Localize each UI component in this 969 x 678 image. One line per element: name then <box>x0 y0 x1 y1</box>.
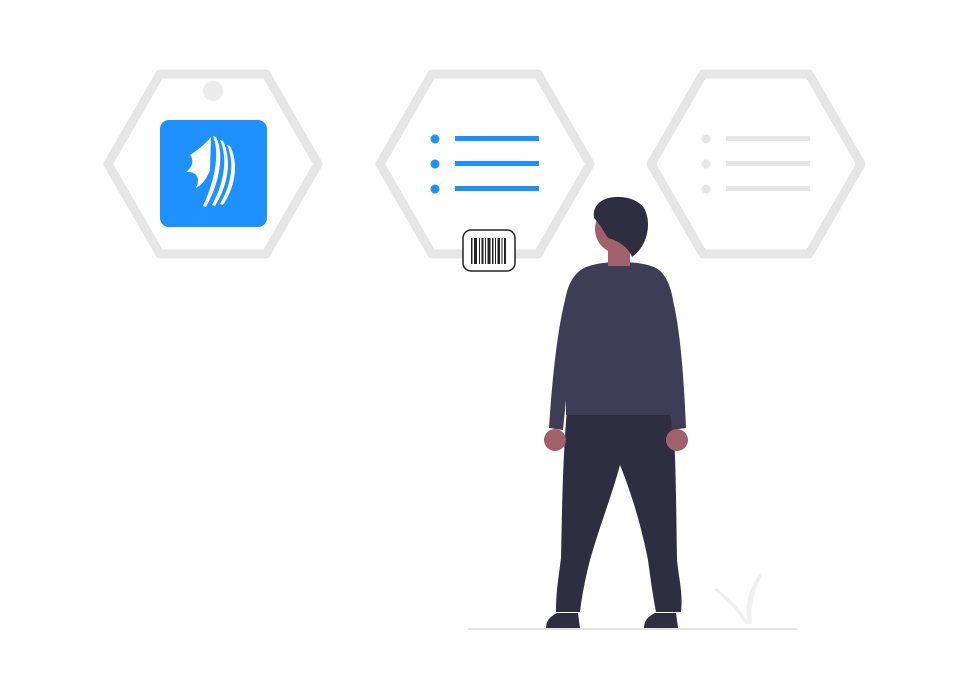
left-hand <box>544 429 566 451</box>
list-line <box>455 186 539 191</box>
list-bullet <box>430 134 440 144</box>
hexagon-placeholder-card <box>646 69 866 259</box>
hexagon-list-card <box>375 69 595 272</box>
barcode-icon <box>462 229 516 272</box>
app-logo-tile <box>160 120 267 227</box>
right-hand <box>666 429 688 451</box>
list-icon <box>430 134 539 194</box>
pants <box>556 408 682 612</box>
plant-icon <box>714 573 762 624</box>
hair <box>593 196 648 257</box>
hexagon-outline <box>646 69 866 259</box>
list-bullet <box>701 134 711 144</box>
hexagon-outline <box>103 69 323 259</box>
list-bullet <box>701 159 711 169</box>
shirt <box>563 262 675 415</box>
list-line <box>726 186 810 191</box>
hexagon-logo-card <box>103 69 323 259</box>
right-shoe <box>644 613 678 628</box>
standing-person <box>544 196 688 628</box>
list-bullet <box>430 159 440 169</box>
list-line <box>726 136 810 141</box>
list-line <box>726 161 810 166</box>
decorative-dot <box>203 81 223 101</box>
left-shoe <box>546 613 580 628</box>
list-line <box>455 136 539 141</box>
hexagon-outline <box>375 69 595 259</box>
list-bullet <box>430 184 440 194</box>
list-bullet <box>701 184 711 194</box>
placeholder-list-icon <box>701 134 810 194</box>
book-pages-icon <box>186 136 236 207</box>
list-line <box>455 161 539 166</box>
